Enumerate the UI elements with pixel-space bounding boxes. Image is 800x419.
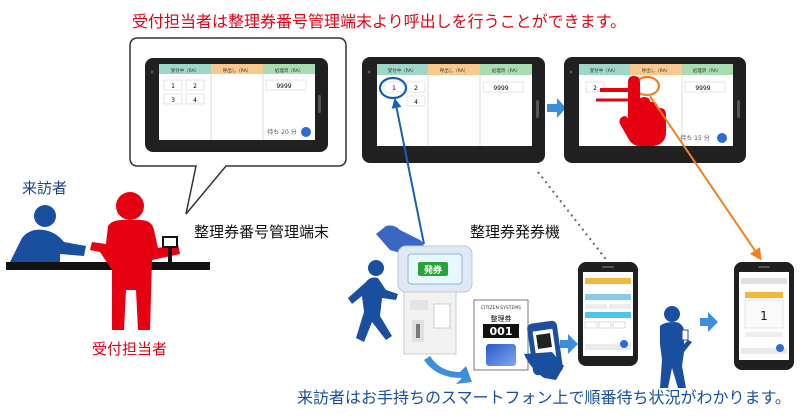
walking-visitor — [348, 260, 398, 342]
kiosk-label: 整理券発券機 — [470, 223, 561, 241]
ticket-company: CITIZEN SYSTEMS — [481, 305, 521, 311]
kiosk-screen-label: 発券 — [423, 264, 443, 276]
staff-figure — [90, 192, 180, 330]
col-header-bg-1 — [377, 64, 428, 75]
phone-action-icon — [620, 340, 628, 348]
speaker-icon — [758, 266, 770, 268]
wait-time: 待ち 20 分 — [267, 128, 296, 136]
processed-number: 9999 — [695, 85, 710, 92]
tablet-terminal: 受付中（RA） 呼出し（RA） 処理済（RA） 1 2 3 4 9999 待ち … — [145, 58, 328, 152]
home-bar-icon — [536, 100, 539, 118]
col-header-bg-3 — [263, 64, 315, 74]
col-header-bg-2 — [211, 64, 263, 74]
col-header-bg-3 — [480, 64, 532, 75]
drag-hand-icon — [596, 76, 666, 146]
col-header-1: 受付中（RA） — [590, 67, 619, 74]
ticket-number: 001 — [490, 325, 513, 338]
scan-to-phone-arrow — [560, 334, 578, 354]
connector-kiosk-to-tablet — [391, 98, 425, 245]
home-bar-icon — [737, 100, 740, 118]
visitor-label: 来訪者 — [22, 179, 68, 197]
col-header-2: 呼出し（RA） — [440, 67, 469, 74]
terminal-stand — [162, 236, 178, 262]
ticket-number: 2 — [593, 85, 597, 92]
kiosk-to-ticket-arrow — [424, 356, 472, 384]
ticket-number-box — [483, 324, 519, 338]
selected-number-highlight — [378, 76, 408, 100]
ticket-number: 1 — [392, 85, 396, 92]
ticket-number: 1 — [171, 83, 175, 90]
col-header-bg-1 — [159, 64, 211, 74]
wait-time: 待ち 15 分 — [680, 134, 709, 142]
ticket-number: 2 — [193, 83, 197, 90]
held-phone-icon — [681, 329, 689, 341]
camera-icon — [150, 70, 154, 74]
processed-number: 9999 — [493, 85, 508, 92]
issue-button — [418, 262, 448, 276]
ticket-number: 3 — [171, 97, 175, 104]
visitor-figure — [10, 205, 86, 262]
col-header-2: 呼出し（RA） — [642, 67, 671, 74]
ticket-title: 整理券 — [491, 314, 512, 323]
call-button — [301, 127, 311, 137]
col-header-2: 呼出し（RA） — [223, 67, 252, 74]
paper-ticket: CITIZEN SYSTEMS 整理券 001 — [473, 299, 529, 371]
speaker-icon — [602, 266, 614, 268]
tablet-screen-before: 受付中（RA） 呼出し（RA） 処理済（RA） 1 2 4 9999 — [362, 57, 545, 163]
col-header-3: 処理済（RA） — [492, 67, 521, 74]
smartphone-queue-view — [578, 262, 638, 366]
visitor-with-phone — [660, 306, 692, 388]
col-header-bg-2 — [428, 64, 480, 75]
printed-ticket-slot — [433, 303, 451, 329]
next-step-arrow — [547, 98, 566, 118]
terminal-label: 整理券番号管理端末 — [194, 223, 330, 241]
called-number: 1 — [760, 309, 768, 323]
staff-label: 受付担当者 — [92, 340, 168, 358]
reception-desk — [6, 262, 210, 270]
phone-action-icon — [776, 344, 784, 352]
col-header-bg-1 — [579, 64, 630, 75]
smartphone-called-view: 1 — [734, 262, 794, 370]
ticket-kiosk: 発券 — [397, 245, 473, 355]
home-bar-icon — [318, 95, 321, 113]
col-header-3: 処理済（RA） — [693, 67, 722, 74]
camera-icon — [367, 70, 371, 74]
ticket-qr-code-icon — [486, 344, 516, 366]
to-phone-b-arrow — [700, 312, 718, 332]
col-header-1: 受付中（RA） — [171, 67, 200, 74]
connector-dotted — [537, 171, 609, 263]
ticket-number: 2 — [414, 85, 418, 92]
top-caption: 受付担当者は整理券番号管理端末より呼出しを行うことができます。 — [132, 12, 627, 31]
ticket-number: 4 — [193, 97, 197, 104]
phone-scan — [524, 320, 564, 380]
bottom-caption: 来訪者はお手持ちのスマートフォン上で順番待ち状況がわかります。 — [297, 388, 791, 407]
col-header-bg-3 — [682, 64, 733, 75]
processed-number: 9999 — [276, 83, 291, 90]
qr-code-icon — [536, 333, 552, 349]
camera-icon — [569, 70, 573, 74]
col-header-3: 処理済（RA） — [275, 67, 304, 74]
ticket-number: 4 — [414, 99, 418, 106]
col-header-bg-2 — [630, 64, 682, 75]
connector-call-to-phone — [649, 95, 762, 261]
col-header-1: 受付中（RA） — [388, 67, 417, 74]
call-button — [717, 133, 727, 143]
